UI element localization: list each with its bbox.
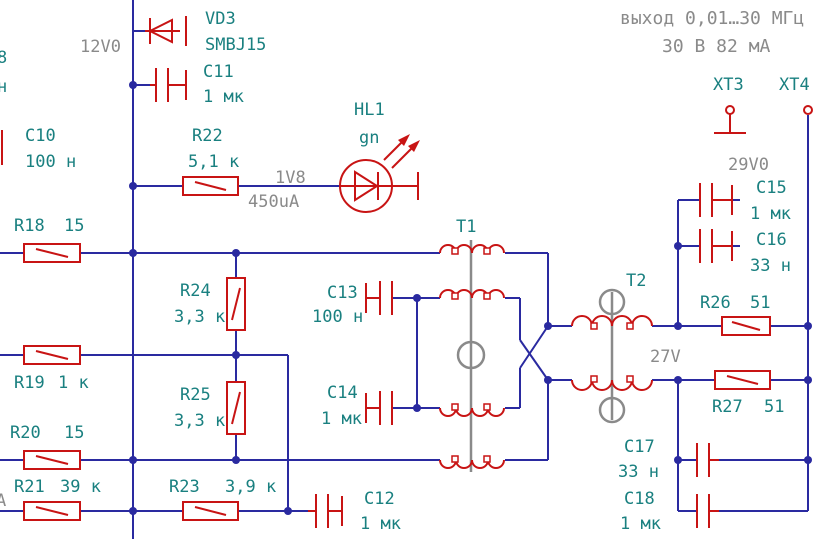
t2-transformer bbox=[571, 288, 653, 424]
c13-ref: C13 bbox=[327, 283, 358, 303]
c16-capacitor bbox=[699, 229, 733, 263]
hl1-ref: HL1 bbox=[354, 100, 385, 120]
r24-resistor bbox=[226, 277, 246, 331]
net-29v0: 29V0 bbox=[728, 155, 769, 175]
r20-resistor bbox=[23, 450, 81, 470]
c15-ref: C15 bbox=[756, 178, 787, 198]
c15-capacitor bbox=[699, 183, 733, 217]
c18-ref: C18 bbox=[624, 489, 655, 509]
r23-ref: R23 bbox=[169, 477, 200, 497]
c11-ref: C11 bbox=[203, 62, 234, 82]
c11-value: 1 мк bbox=[203, 87, 244, 107]
c12-value: 1 мк bbox=[360, 514, 401, 534]
r19-ref: R19 bbox=[14, 373, 45, 393]
c15-value: 1 мк bbox=[750, 204, 791, 224]
r26-resistor bbox=[721, 316, 771, 336]
vd3-diode bbox=[145, 16, 187, 46]
cutoff-digit: 8 bbox=[0, 48, 7, 68]
c17-ref: C17 bbox=[624, 437, 655, 457]
r25-ref: R25 bbox=[180, 385, 211, 405]
r21-ref: R21 bbox=[14, 477, 45, 497]
c16-ref: C16 bbox=[756, 230, 787, 250]
junction-dots bbox=[129, 81, 812, 515]
c11-capacitor bbox=[150, 68, 187, 102]
r27-ref: R27 bbox=[712, 397, 743, 417]
wires bbox=[0, 0, 809, 539]
xt3-ref: XT3 bbox=[713, 75, 744, 95]
r26-value: 51 bbox=[750, 293, 770, 313]
c16-value: 33 н bbox=[750, 256, 791, 276]
vd3-value: SMBJ15 bbox=[205, 35, 266, 55]
r25-value: 3,3 к bbox=[174, 411, 225, 431]
r25-resistor bbox=[226, 381, 246, 435]
t2-ref: T2 bbox=[626, 271, 646, 291]
t1-ref: T1 bbox=[456, 217, 476, 237]
xt4-ref: XT4 bbox=[779, 75, 810, 95]
r21-resistor bbox=[23, 501, 81, 521]
r18-value: 15 bbox=[64, 216, 84, 236]
vd3-ref: VD3 bbox=[205, 9, 236, 29]
c14-value: 1 мк bbox=[321, 409, 362, 429]
r22-ref: R22 bbox=[192, 126, 223, 146]
t1-transformer bbox=[439, 240, 505, 472]
note-line-2: 30 В 82 мА bbox=[662, 36, 771, 57]
r20-value: 15 bbox=[64, 423, 84, 443]
net-1v8: 1V8 bbox=[275, 168, 306, 188]
c14-capacitor bbox=[365, 391, 393, 425]
cutoff-a: A bbox=[0, 491, 6, 511]
c12-ref: C12 bbox=[364, 489, 395, 509]
r18-resistor bbox=[23, 243, 81, 263]
c18-value: 1 мк bbox=[620, 514, 661, 534]
r21-value: 39 к bbox=[60, 477, 101, 497]
c13-capacitor bbox=[365, 281, 393, 315]
r19-resistor bbox=[23, 345, 81, 365]
c17-capacitor bbox=[696, 443, 719, 477]
r19-value: 1 к bbox=[58, 373, 89, 393]
r18-ref: R18 bbox=[14, 216, 45, 236]
r24-ref: R24 bbox=[180, 281, 211, 301]
hl1-value: gn bbox=[359, 128, 379, 148]
xt3-terminal bbox=[714, 105, 746, 134]
c17-value: 33 н bbox=[618, 462, 659, 482]
r26-ref: R26 bbox=[700, 293, 731, 313]
c13-value: 100 н bbox=[312, 307, 363, 327]
c10-value: 100 н bbox=[25, 152, 76, 172]
net-12v0: 12V0 bbox=[80, 37, 121, 57]
c12-capacitor bbox=[308, 494, 343, 528]
c14-ref: C14 bbox=[327, 383, 358, 403]
note-line-1: выход 0,01…30 МГц bbox=[620, 8, 804, 29]
net-450ua: 450uA bbox=[248, 192, 299, 212]
c10-ref: C10 bbox=[25, 126, 56, 146]
r22-resistor bbox=[182, 176, 239, 196]
r20-ref: R20 bbox=[10, 423, 41, 443]
cutoff-unit: н bbox=[0, 77, 7, 97]
r23-value: 3,9 к bbox=[225, 477, 276, 497]
c18-capacitor bbox=[696, 494, 719, 528]
labels: выход 0,01…30 МГц 30 В 82 мА 12V0 1V8 45… bbox=[0, 8, 810, 534]
r22-value: 5,1 к bbox=[188, 152, 239, 172]
r24-value: 3,3 к bbox=[174, 307, 225, 327]
xt4-terminal bbox=[803, 105, 813, 115]
net-27v: 27V bbox=[650, 347, 681, 367]
r23-resistor bbox=[182, 501, 239, 521]
hl1-led bbox=[339, 134, 420, 213]
r27-value: 51 bbox=[764, 397, 784, 417]
r27-resistor bbox=[714, 370, 771, 390]
